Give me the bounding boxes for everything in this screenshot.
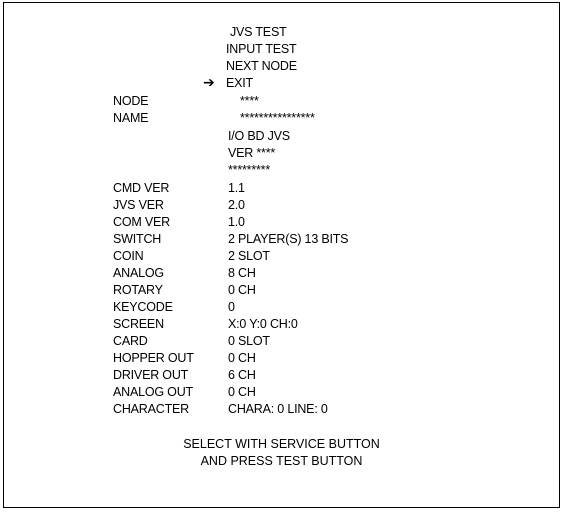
menu-item-input-test[interactable]: INPUT TEST (226, 42, 297, 56)
spec-label: ANALOG (113, 266, 164, 280)
spec-value: 0 CH (228, 351, 256, 365)
spec-value: X:0 Y:0 CH:0 (228, 317, 298, 331)
screen-title: JVS TEST (230, 25, 287, 39)
spec-value: CHARA: 0 LINE: 0 (228, 402, 328, 416)
name-value: **************** (240, 111, 315, 125)
footer-instruction-line1: SELECT WITH SERVICE BUTTON (183, 437, 380, 451)
spec-label: CMD VER (113, 181, 170, 195)
spec-label: SCREEN (113, 317, 164, 331)
spec-value: 8 CH (228, 266, 256, 280)
menu-item-next-node[interactable]: NEXT NODE (226, 59, 297, 73)
spec-label: COIN (113, 249, 144, 263)
spec-value: 0 SLOT (228, 334, 270, 348)
name-label: NAME (113, 111, 149, 125)
spec-label: DRIVER OUT (113, 368, 189, 382)
spec-label: ROTARY (113, 283, 163, 297)
name-line-stars: ********* (228, 163, 270, 177)
spec-label: COM VER (113, 215, 170, 229)
menu-item-exit[interactable]: EXIT (226, 76, 253, 90)
test-screen-frame: JVS TEST INPUT TEST NEXT NODE ➔ EXIT NOD… (3, 2, 560, 508)
spec-label: CARD (113, 334, 148, 348)
spec-value: 6 CH (228, 368, 256, 382)
spec-label: ANALOG OUT (113, 385, 193, 399)
spec-value: 1.0 (228, 215, 245, 229)
name-line-board: I/O BD JVS (228, 129, 290, 143)
right-arrow-icon: ➔ (203, 75, 215, 91)
spec-value: 0 (228, 300, 235, 314)
footer-instruction-line2: AND PRESS TEST BUTTON (200, 454, 363, 468)
spec-value: 2.0 (228, 198, 245, 212)
name-line-version: VER **** (228, 146, 276, 160)
node-value: **** (240, 94, 259, 108)
spec-label: KEYCODE (113, 300, 173, 314)
node-label: NODE (113, 94, 149, 108)
spec-value: 2 SLOT (228, 249, 270, 263)
spec-label: SWITCH (113, 232, 162, 246)
spec-label: HOPPER OUT (113, 351, 194, 365)
spec-value: 2 PLAYER(S) 13 BITS (228, 232, 349, 246)
spec-value: 1.1 (228, 181, 245, 195)
spec-value: 0 CH (228, 283, 256, 297)
spec-label: JVS VER (113, 198, 164, 212)
spec-label: CHARACTER (113, 402, 189, 416)
spec-value: 0 CH (228, 385, 256, 399)
